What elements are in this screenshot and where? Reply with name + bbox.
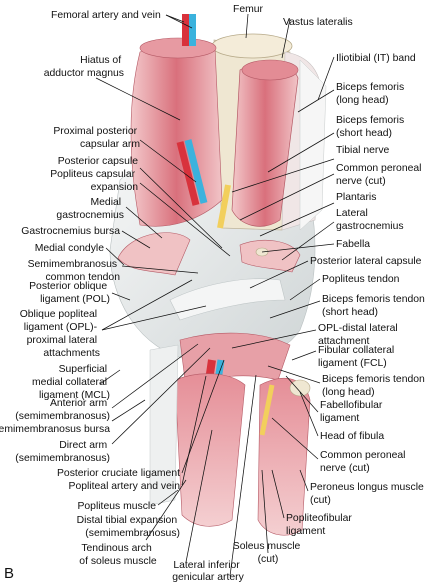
label-semimembranosus-tendon: Semimembranosus common tendon <box>28 259 121 283</box>
fibula-head-shape <box>289 379 311 397</box>
label-common-peroneal-top: Common peroneal nerve (cut) <box>336 163 424 187</box>
label-biceps-short: Biceps femoris (short head) <box>336 115 407 139</box>
label-posterior-lateral-capsule: Posterior lateral capsule <box>310 256 422 267</box>
label-semimembranosus-bursa: Semimembranosus bursa <box>0 424 110 435</box>
femur-cut-section <box>211 33 293 59</box>
labels: Femoral artery and vein Femur Vastus lat… <box>0 4 428 583</box>
label-soleus-cut: Soleus muscle (cut) <box>233 541 303 565</box>
biceps-cut-top <box>241 59 299 81</box>
label-proximal-capsular-arm: Proximal posterior capsular arm <box>53 126 140 150</box>
label-fcl: Fibular collateral ligament (FCL) <box>318 345 397 369</box>
tibial-nerve-shape <box>217 184 231 229</box>
medial-thigh-muscle <box>130 41 223 227</box>
label-popliteofibular: Popliteofibular ligament <box>286 513 355 537</box>
label-fabellofibular: Fabellofibular ligament <box>320 400 385 424</box>
label-distal-tibial-expansion: Distal tibial expansion (semimembranosus… <box>77 515 180 539</box>
label-tibial-nerve: Tibial nerve <box>336 145 390 156</box>
peroneus-longus-shape <box>257 377 311 536</box>
hiatus-artery <box>176 141 200 206</box>
label-anterior-arm: Anterior arm (semimembranosus) <box>15 398 110 422</box>
common-peroneal-lower-shape <box>259 384 275 436</box>
label-direct-arm: Direct arm (semimembranosus) <box>15 440 110 464</box>
label-biceps-long: Biceps femoris (long head) <box>336 82 407 106</box>
label-femoral-artery-vein: Femoral artery and vein <box>51 10 161 21</box>
label-pcl: Posterior cruciate ligament <box>57 468 180 479</box>
label-opl: Oblique popliteal ligament (OPL)- proxim… <box>20 309 100 359</box>
label-peroneus-longus: Peroneus longus muscle (cut) <box>310 482 427 506</box>
label-posterior-capsule: Posterior capsule <box>58 156 139 167</box>
label-biceps-tendon-long: Biceps femoris tendon (long head) <box>322 374 428 398</box>
anatomy-illustration <box>109 14 327 536</box>
label-vastus-lateralis: Vastus lateralis <box>283 17 353 28</box>
label-popliteus-tendon: Popliteus tendon <box>322 274 400 285</box>
label-lateral-gastrocnemius: Lateral gastrocnemius <box>336 208 404 232</box>
label-medial-gastrocnemius: Medial gastrocnemius <box>56 197 124 221</box>
label-superficial-mcl: Superficial medial collateral ligament (… <box>32 364 110 401</box>
label-biceps-tendon-short: Biceps femoris tendon (short head) <box>322 294 428 318</box>
panel-letter: B <box>4 565 14 582</box>
label-popliteal-artery-vein: Popliteal artery and vein <box>69 481 181 492</box>
label-lateral-inferior-genicular: Lateral inferior genicular artery <box>172 560 244 583</box>
label-femur: Femur <box>233 4 264 15</box>
label-medial-condyle: Medial condyle <box>35 243 105 254</box>
label-common-peroneal-bottom: Common peroneal nerve (cut) <box>320 450 408 474</box>
label-fabella: Fabella <box>336 239 370 250</box>
label-gastrocnemius-bursa: Gastrocnemius bursa <box>21 226 120 237</box>
opl-ligament-shape <box>169 278 286 321</box>
label-head-of-fibula: Head of fibula <box>320 431 384 442</box>
label-tendinous-arch: Tendinous arch of soleus muscle <box>79 543 157 567</box>
hiatus-vein <box>184 139 208 204</box>
femoral-artery <box>182 14 189 46</box>
label-it-band: Iliotibial (IT) band <box>336 53 416 64</box>
label-plantaris: Plantaris <box>336 192 376 203</box>
label-opl-distal: OPL-distal lateral attachment <box>318 323 401 347</box>
soleus-shape <box>174 373 246 527</box>
lateral-gastrocnemius-cut <box>239 239 301 273</box>
label-popliteus-muscle: Popliteus muscle <box>77 501 156 512</box>
label-popliteus-capsular-expansion: Popliteus capsular expansion <box>50 169 138 193</box>
label-hiatus: Hiatus of adductor magnus <box>44 55 124 79</box>
femoral-vein <box>189 14 196 46</box>
label-pol: Posterior oblique ligament (POL) <box>29 281 110 305</box>
medial-gastrocnemius-cut <box>117 232 191 276</box>
medial-muscle-cut-top <box>139 37 217 59</box>
leader-lines <box>95 13 335 577</box>
lower-leg-ligament-shape <box>149 344 179 506</box>
